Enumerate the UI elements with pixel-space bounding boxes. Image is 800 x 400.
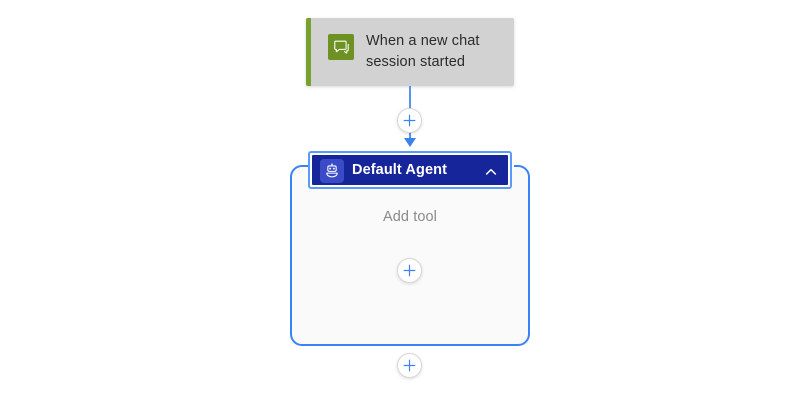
robot-icon [320,159,344,183]
trigger-label: When a new chat session started [366,33,480,70]
agent-node-header[interactable]: Default Agent [312,155,508,185]
add-tool-label: Add tool [382,209,437,225]
plus-icon [403,114,416,127]
agent-group-container[interactable] [290,165,530,346]
trigger-accent-bar [306,18,311,86]
connector-arrowhead [404,138,416,147]
add-action-button-bottom[interactable] [397,353,422,378]
chat-bubble-icon [328,34,354,60]
plus-icon [403,359,416,372]
agent-node-title: Default Agent [352,162,448,178]
plus-icon [403,264,416,277]
trigger-node[interactable]: When a new chat session started [306,18,514,86]
add-action-button-top[interactable] [397,108,422,133]
agent-node-selection-ring: Default Agent [308,151,512,189]
chevron-up-icon[interactable] [483,164,499,180]
add-tool-button[interactable] [397,258,422,283]
